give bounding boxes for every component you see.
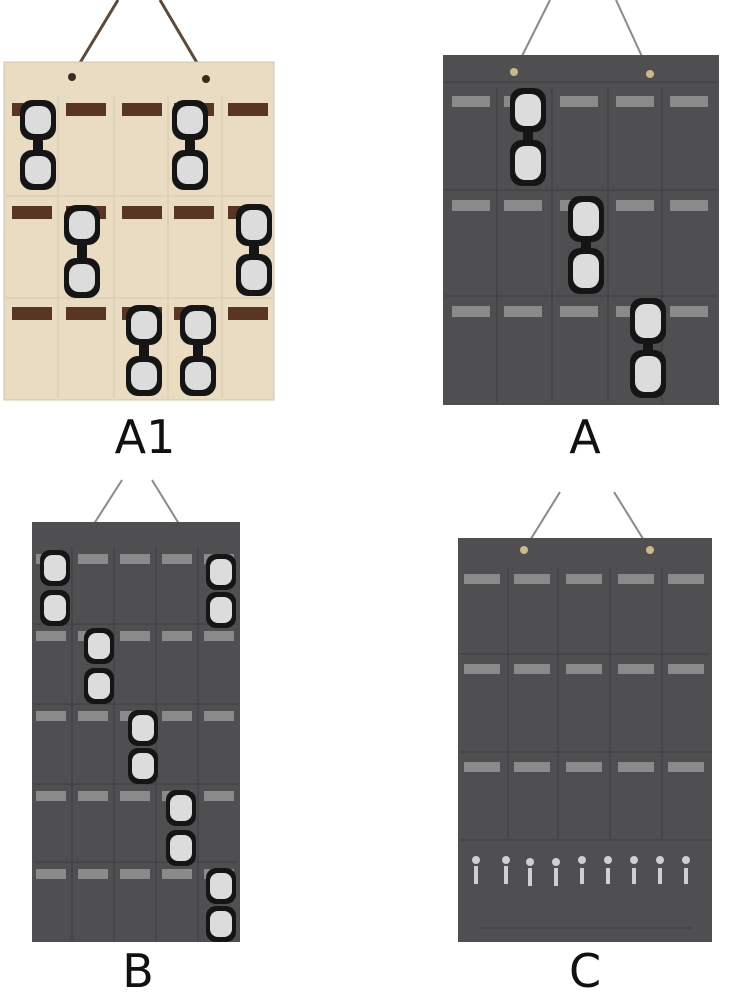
hook-icon — [472, 856, 690, 886]
organizer-b — [28, 478, 244, 948]
organizer-a-image — [443, 0, 719, 405]
label-a1: A1 — [114, 410, 176, 464]
glasses-icon — [236, 204, 272, 296]
glasses-icon — [20, 100, 56, 190]
label-c: C — [568, 944, 602, 998]
glasses-icon — [510, 88, 546, 186]
glasses-icon — [166, 790, 196, 866]
glasses-icon — [172, 100, 208, 190]
label-b: B — [122, 944, 154, 998]
organizer-a1 — [0, 0, 280, 410]
glasses-icon — [180, 305, 216, 396]
glasses-icon — [128, 710, 158, 784]
glasses-icon — [84, 628, 114, 704]
glasses-icon — [568, 196, 604, 294]
glasses-icon — [630, 298, 666, 398]
glasses-icon — [40, 550, 70, 626]
organizer-c — [452, 488, 716, 948]
glasses-icon — [206, 554, 236, 628]
glasses-icon — [64, 205, 100, 298]
label-a: A — [569, 410, 601, 464]
organizer-b-image — [32, 479, 240, 942]
glasses-icon — [206, 868, 236, 942]
organizer-a — [440, 0, 722, 408]
glasses-icon — [126, 305, 162, 396]
organizer-a1-image — [3, 0, 275, 401]
organizer-c-image — [458, 491, 712, 942]
